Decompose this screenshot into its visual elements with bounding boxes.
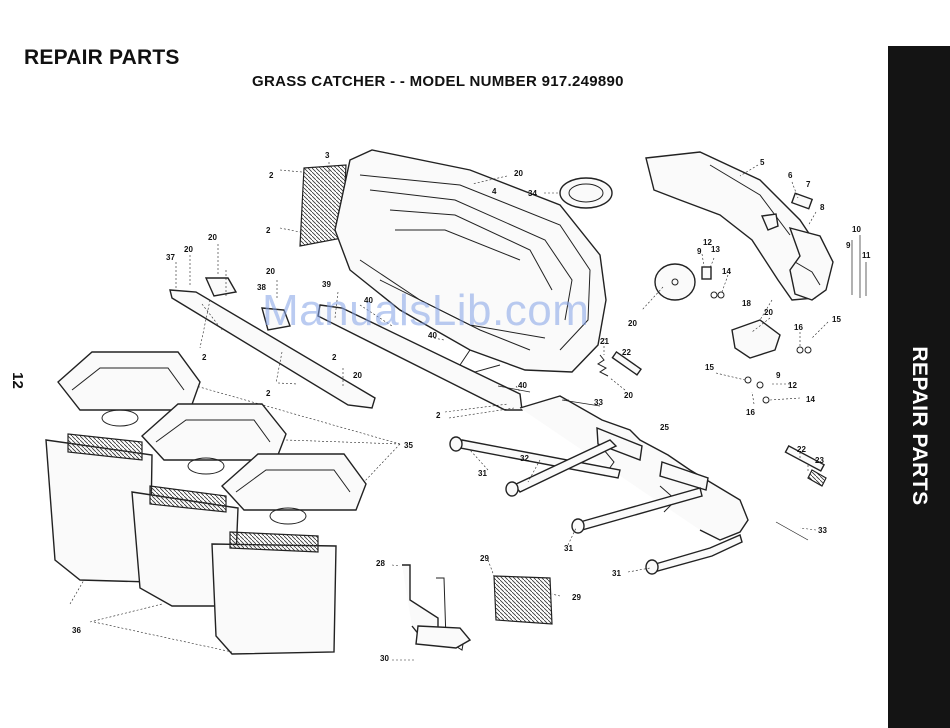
callout-9: 9	[776, 371, 781, 380]
callout-2: 2	[269, 171, 274, 180]
callout-16: 16	[794, 323, 803, 332]
callout-2: 2	[266, 389, 271, 398]
callout-35: 35	[404, 441, 413, 450]
callout-15: 15	[832, 315, 841, 324]
callout-21: 21	[600, 337, 609, 346]
callout-33: 33	[594, 398, 603, 407]
callout-2: 2	[266, 226, 271, 235]
callout-20: 20	[208, 233, 217, 242]
callout-29: 29	[572, 593, 581, 602]
callout-16: 16	[746, 408, 755, 417]
callout-2: 2	[332, 353, 337, 362]
bag-frame-3	[222, 454, 366, 524]
bag-3	[212, 532, 336, 654]
callout-7: 7	[806, 180, 811, 189]
hardware-cluster-part	[702, 267, 724, 298]
latch-part	[792, 193, 812, 209]
plate-part	[655, 264, 695, 300]
hinge-part	[732, 320, 780, 358]
callout-33: 33	[818, 526, 827, 535]
bracket-part	[790, 228, 833, 300]
callout-8: 8	[820, 203, 825, 212]
mount-plate-part	[494, 576, 552, 624]
callout-25: 25	[660, 423, 669, 432]
callout-9: 9	[697, 247, 702, 256]
callout-11: 11	[862, 251, 871, 260]
callout-32: 32	[520, 454, 529, 463]
callout-20: 20	[764, 308, 773, 317]
callout-9: 9	[846, 241, 851, 250]
spring-part	[598, 355, 608, 376]
callout-20: 20	[624, 391, 633, 400]
callout-30: 30	[380, 654, 389, 663]
callout-31: 31	[612, 569, 621, 578]
callout-2: 2	[202, 353, 207, 362]
callout-18: 18	[742, 299, 751, 308]
callout-10: 10	[852, 225, 861, 234]
spring-pin-part	[808, 470, 826, 486]
callout-34: 34	[528, 189, 537, 198]
callout-2: 2	[436, 411, 441, 420]
callout-14: 14	[806, 395, 815, 404]
callout-12: 12	[788, 381, 797, 390]
callout-28: 28	[376, 559, 385, 568]
side-tab: REPAIR PARTS	[888, 46, 950, 728]
exploded-parts-diagram: 2 3 20 4 34 5 6 7 8 10 9 11 2 20 20 37 2…	[0, 0, 888, 728]
callout-22: 22	[622, 348, 631, 357]
long-bolt-part	[776, 522, 808, 540]
callout-20: 20	[628, 319, 637, 328]
callout-20: 20	[184, 245, 193, 254]
callout-31: 31	[564, 544, 573, 553]
callout-23: 23	[815, 456, 824, 465]
callout-6: 6	[788, 171, 793, 180]
watermark-text: ManualsLib.com	[262, 286, 589, 336]
callout-3: 3	[325, 151, 330, 160]
callout-4: 4	[492, 187, 497, 196]
callout-20: 20	[353, 371, 362, 380]
callout-40: 40	[518, 381, 527, 390]
cover-disc-part	[560, 178, 612, 208]
callout-29: 29	[480, 554, 489, 563]
side-tab-label: REPAIR PARTS	[907, 346, 931, 505]
callout-20: 20	[514, 169, 523, 178]
callout-37: 37	[166, 253, 175, 262]
callout-22: 22	[797, 445, 806, 454]
callout-31: 31	[478, 469, 487, 478]
callout-36: 36	[72, 626, 81, 635]
callout-15: 15	[705, 363, 714, 372]
callout-14: 14	[722, 267, 731, 276]
callout-20: 20	[266, 267, 275, 276]
handle-bracket-part	[402, 565, 470, 650]
callout-5: 5	[760, 158, 765, 167]
callout-13: 13	[711, 245, 720, 254]
